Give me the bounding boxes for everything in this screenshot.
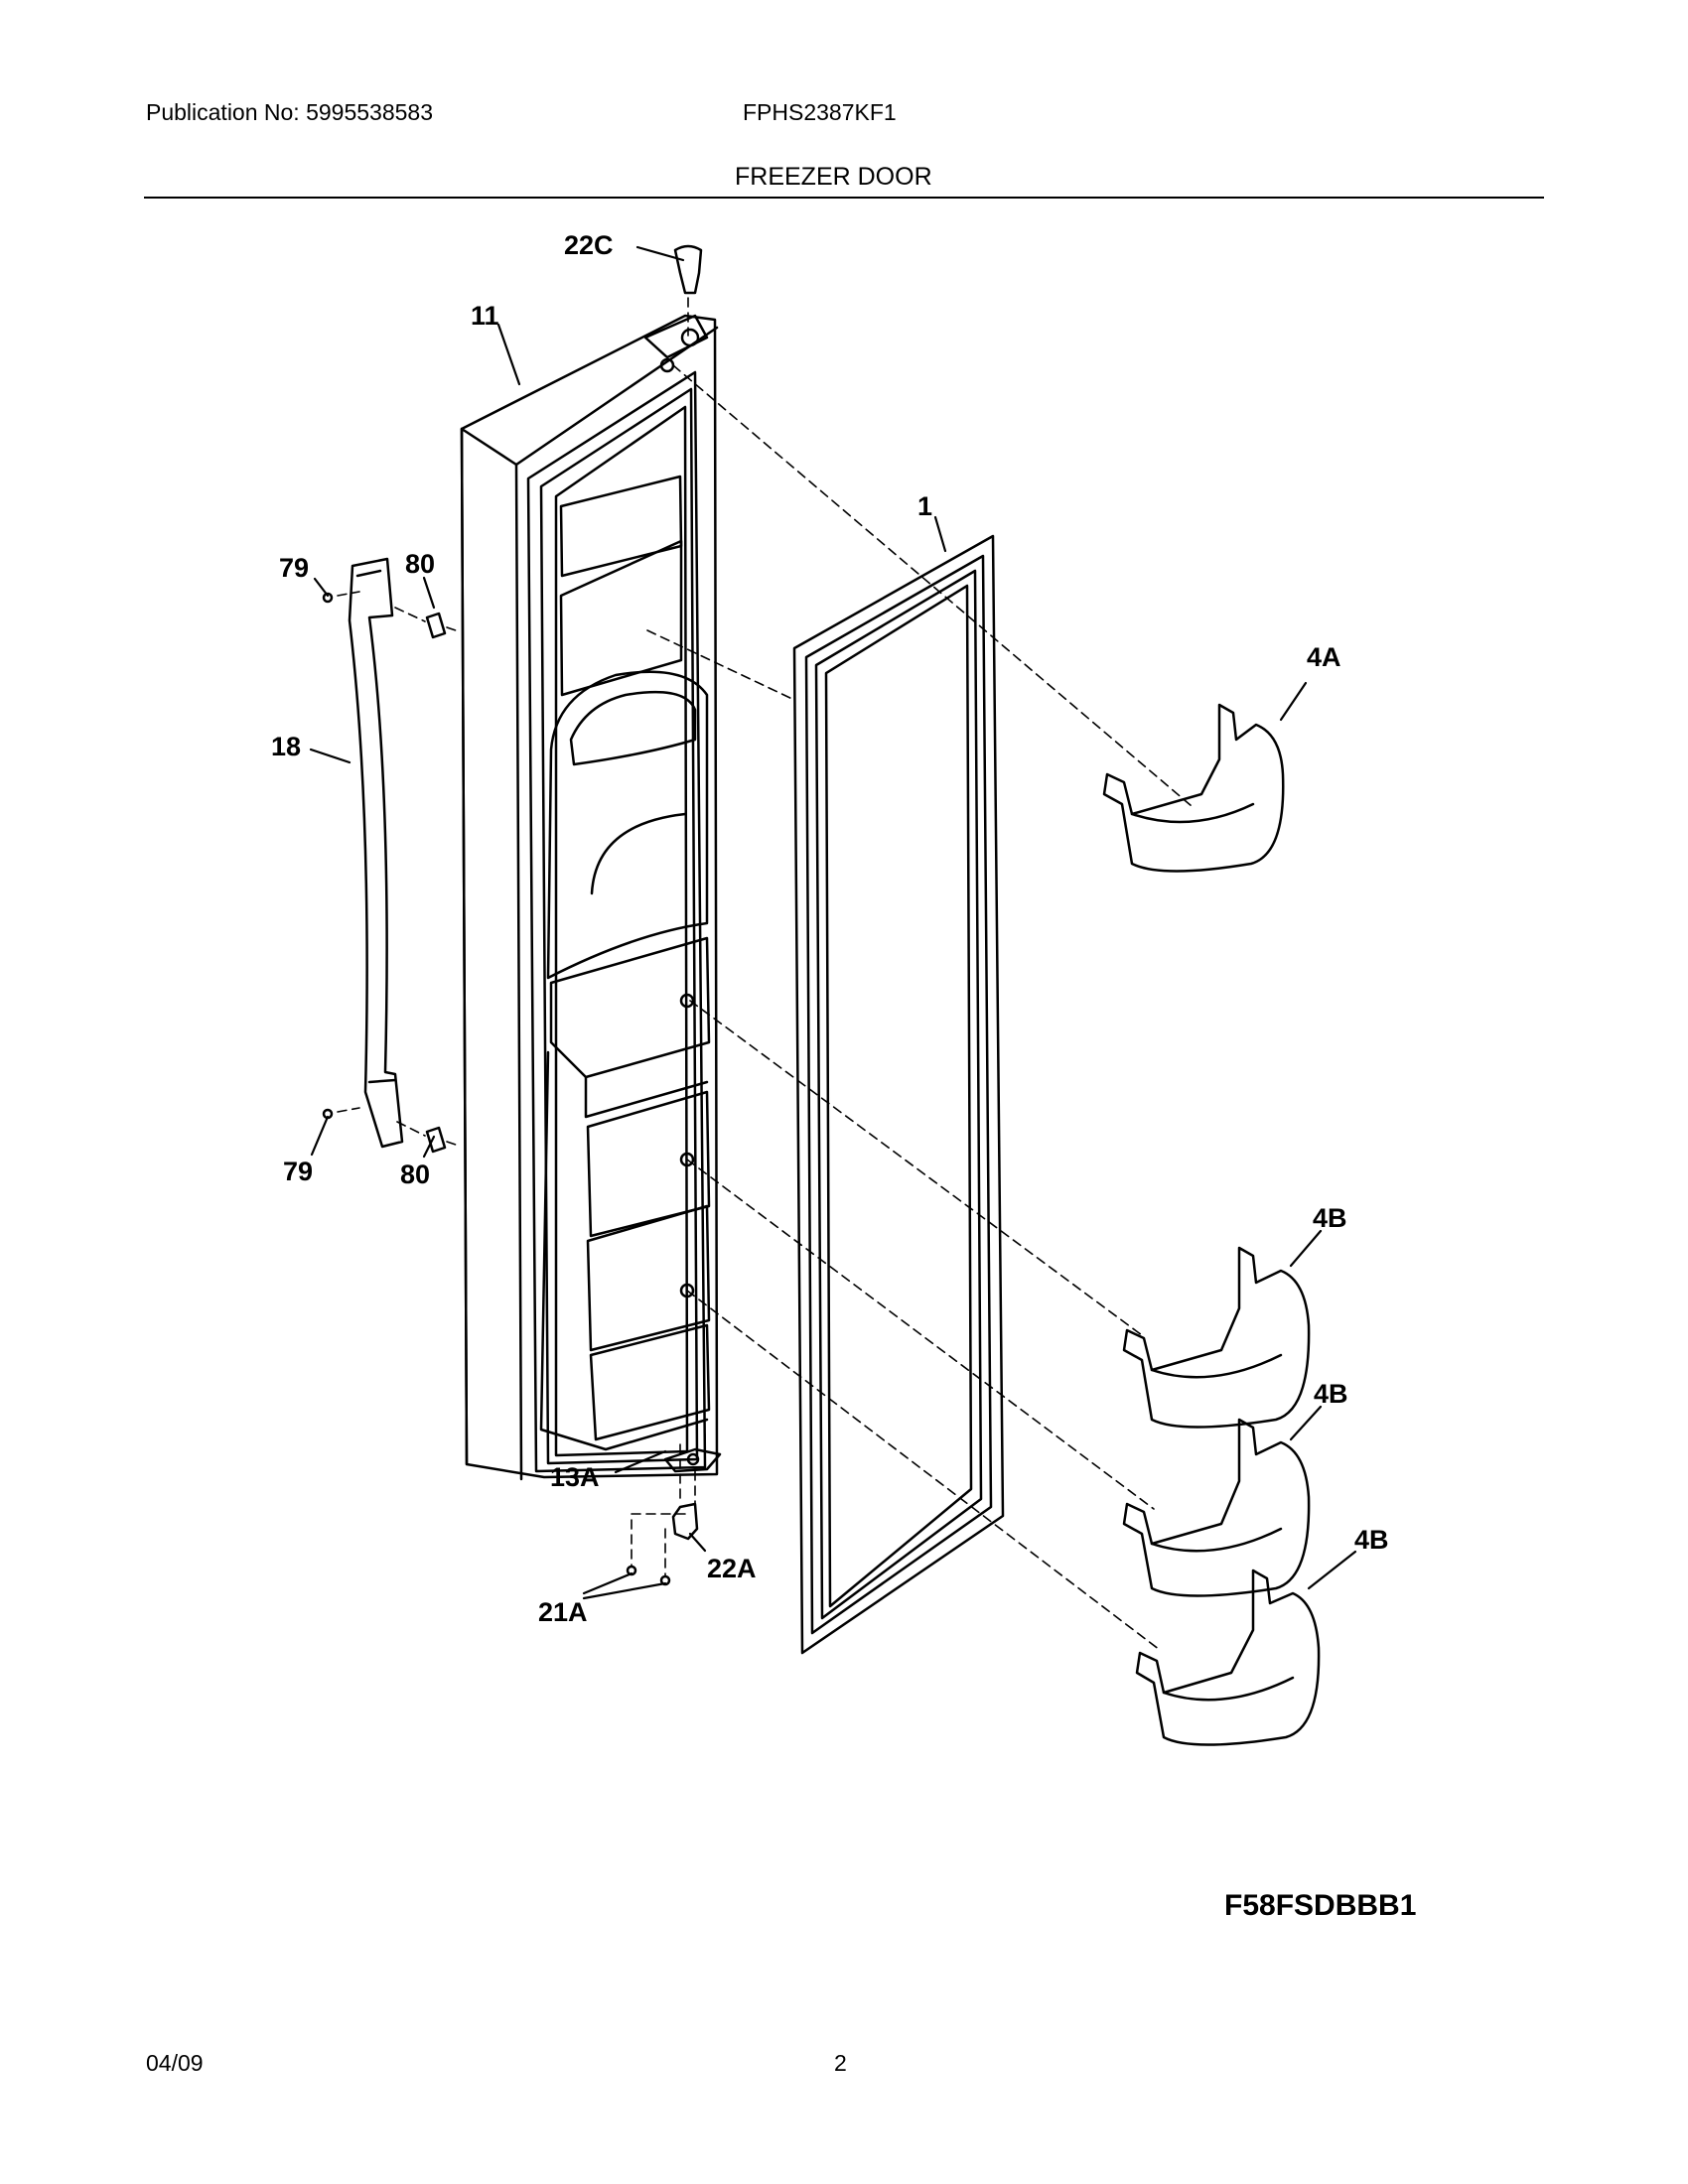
spacer-80-top: [425, 612, 447, 639]
callout-80-top: 80: [405, 549, 435, 579]
hinge-pin-22A: [671, 1502, 699, 1541]
door-bin-4B-lower: [1135, 1569, 1321, 1746]
door-bin-4B-upper: [1122, 1246, 1311, 1429]
door-bin-4B-middle: [1122, 1418, 1311, 1597]
callout-18: 18: [271, 732, 301, 761]
freezer-door-panel: [460, 314, 719, 1481]
callout-4B-middle: 4B: [1314, 1379, 1348, 1409]
callout-79-top: 79: [279, 553, 309, 583]
model-number: FPHS2387KF1: [743, 99, 897, 125]
header-divider: [144, 197, 1544, 199]
callout-80-bottom: 80: [400, 1160, 430, 1189]
callout-1: 1: [917, 491, 932, 521]
callout-4A: 4A: [1307, 642, 1341, 672]
callout-13A: 13A: [550, 1462, 600, 1492]
screws-21A: [626, 1565, 671, 1586]
screw-79-top: [322, 592, 334, 604]
door-handle: [348, 557, 404, 1149]
callout-4B-upper: 4B: [1313, 1203, 1347, 1233]
section-title: FREEZER DOOR: [735, 163, 932, 191]
leader-lines: [309, 245, 1357, 1600]
footer-date: 04/09: [146, 2050, 204, 2076]
callout-21A: 21A: [538, 1597, 588, 1627]
page-number: 2: [834, 2050, 847, 2076]
callout-11: 11: [471, 301, 499, 331]
spacer-80-bottom: [425, 1126, 447, 1154]
callout-22C: 22C: [564, 230, 614, 260]
publication-number: Publication No: 5995538583: [146, 99, 434, 125]
diagram-code: F58FSDBBB1: [1224, 1889, 1417, 1922]
callout-79-bottom: 79: [283, 1157, 313, 1186]
door-bin-4A: [1102, 703, 1285, 873]
cap-22C: [673, 244, 703, 295]
hinge-13A: [663, 1447, 722, 1473]
callout-4B-lower: 4B: [1354, 1525, 1389, 1555]
door-gasket: [792, 534, 1005, 1655]
assembly-lines: [337, 297, 1193, 1651]
callout-22A: 22A: [707, 1554, 757, 1583]
